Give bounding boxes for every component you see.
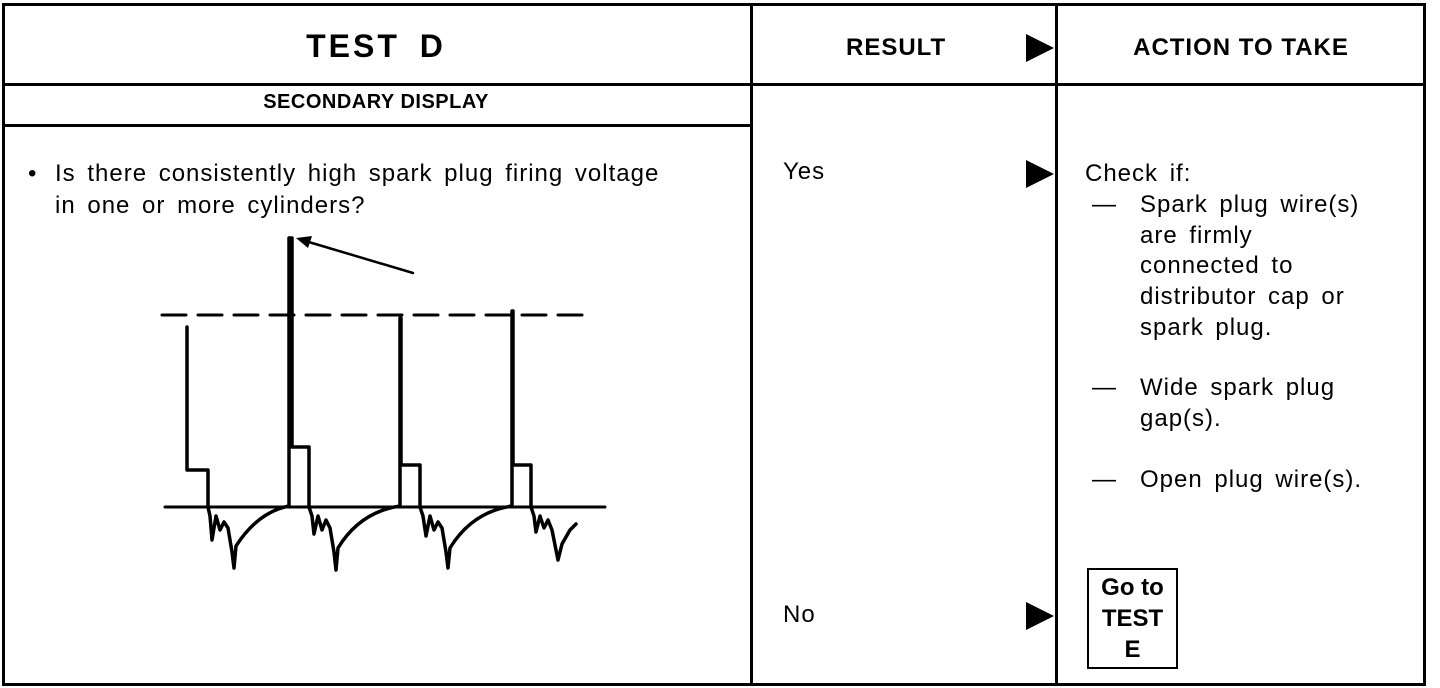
action-item-3-line-1: Open plug wire(s). <box>1140 466 1363 493</box>
goto-line-1: Go to <box>1101 574 1164 601</box>
high-voltage-pointer <box>300 238 415 275</box>
goto-line-3: E <box>1124 636 1141 663</box>
bullet-icon: • <box>28 160 38 187</box>
result-header: RESULT <box>846 34 947 61</box>
dash-2-icon: — <box>1092 374 1117 401</box>
action-header: ACTION TO TAKE <box>1133 34 1349 61</box>
secondary-waveform-diagram <box>160 236 607 572</box>
column-divider-1 <box>750 3 753 686</box>
secondary-display-label: SECONDARY DISPLAY <box>263 91 489 113</box>
action-item-2-line-2: gap(s). <box>1140 405 1222 432</box>
dash-3-icon: — <box>1092 466 1117 493</box>
action-item-1-line-1: Spark plug wire(s) <box>1140 191 1360 218</box>
waveform-trace <box>185 236 578 572</box>
go-to-test-e-button[interactable]: Go to TEST E <box>1087 568 1178 669</box>
action-item-2-line-1: Wide spark plug <box>1140 374 1336 401</box>
result-no: No <box>783 601 816 628</box>
pointer-arrowhead-icon <box>296 236 312 248</box>
result-yes: Yes <box>783 158 826 185</box>
table-border-top <box>2 3 1426 6</box>
result-header-arrow-icon <box>1026 34 1054 62</box>
goto-line-2: TEST <box>1101 605 1164 632</box>
table-border-left <box>2 3 5 686</box>
action-item-1-line-4: distributor cap or <box>1140 283 1345 310</box>
question-line-2: in one or more cylinders? <box>55 192 366 219</box>
table-border-right <box>1423 3 1426 686</box>
action-item-1-line-2: are firmly <box>1140 222 1253 249</box>
check-if-label: Check if: <box>1085 160 1192 187</box>
subheader-divider <box>2 124 752 127</box>
table-border-bottom <box>2 683 1426 686</box>
action-item-1-line-5: spark plug. <box>1140 314 1273 341</box>
yes-arrow-icon <box>1026 160 1054 188</box>
test-title: TEST D <box>306 28 446 64</box>
header-divider <box>2 83 1426 86</box>
column-divider-2 <box>1055 3 1058 686</box>
question-line-1: Is there consistently high spark plug fi… <box>55 160 660 187</box>
no-arrow-icon <box>1026 602 1054 630</box>
action-item-1-line-3: connected to <box>1140 252 1294 279</box>
dash-1-icon: — <box>1092 191 1117 218</box>
